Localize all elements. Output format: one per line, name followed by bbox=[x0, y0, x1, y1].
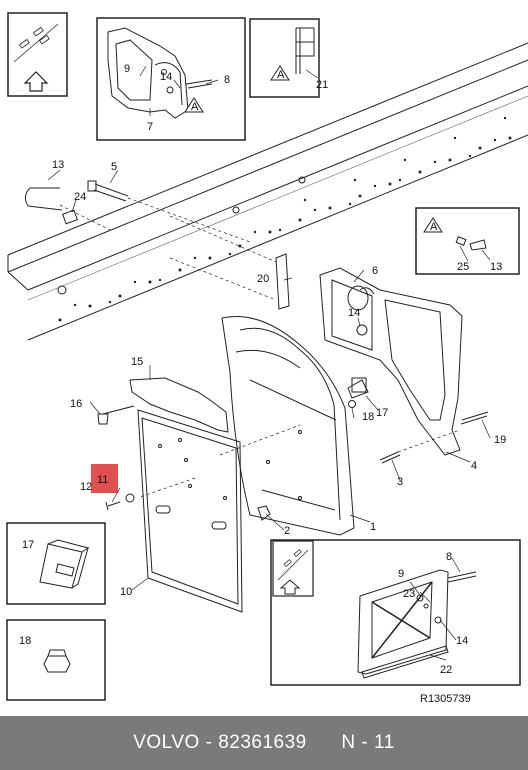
orientation-box bbox=[7, 12, 68, 97]
callout-triangle-a-bracket bbox=[184, 97, 204, 113]
inset-bolt-21-box bbox=[249, 18, 320, 98]
part-label-16: 16 bbox=[70, 398, 82, 410]
bracket-20 bbox=[275, 253, 290, 310]
inset-bracket-box bbox=[96, 17, 246, 141]
mudguard-bracket-6 bbox=[319, 267, 463, 456]
part-label-13: 13 bbox=[52, 159, 64, 171]
callout-letter: A bbox=[430, 221, 438, 233]
footer-spacer bbox=[307, 732, 342, 754]
washer-11 bbox=[125, 493, 135, 503]
part-label-10: 10 bbox=[120, 586, 132, 598]
part-label-2: 2 bbox=[284, 525, 290, 537]
footer-part-number: 82361639 bbox=[218, 732, 307, 753]
part-label-3: 3 bbox=[397, 476, 403, 488]
frame-rail bbox=[7, 42, 528, 341]
mudguard-1 bbox=[221, 316, 355, 536]
part-label-8: 8 bbox=[224, 74, 230, 86]
drawing-reference: R1305739 bbox=[420, 693, 471, 705]
leader-lines bbox=[47, 65, 491, 661]
exploded-parts-diagram: A A A 13 5 24 9 14 8 7 21 25 13 20 6 14 … bbox=[6, 12, 528, 705]
part-label-6: 6 bbox=[372, 265, 378, 277]
chassis-orientation-icon bbox=[13, 23, 59, 63]
footer-brand: VOLVO bbox=[133, 732, 200, 753]
part-label-18-inset: 18 bbox=[19, 635, 31, 647]
part-label-21: 21 bbox=[316, 79, 328, 91]
inset-clip-17-box bbox=[6, 522, 106, 605]
part-label-18: 18 bbox=[362, 411, 374, 423]
nut-18 bbox=[348, 400, 356, 408]
part-label-11: 11 bbox=[97, 474, 108, 486]
part-label-19: 19 bbox=[494, 434, 506, 446]
splash-panel-15 bbox=[129, 377, 229, 433]
part-labels: 13 5 24 9 14 8 7 21 25 13 20 6 14 17 18 … bbox=[19, 63, 506, 676]
clip-17 bbox=[347, 379, 369, 399]
bolt-19 bbox=[460, 411, 489, 425]
part-label-13b: 13 bbox=[490, 261, 502, 273]
highlight-marker bbox=[91, 464, 118, 493]
part-label-25: 25 bbox=[457, 261, 469, 273]
part-label-1: 1 bbox=[370, 521, 376, 533]
part-label-9: 9 bbox=[124, 63, 130, 75]
rod-3 bbox=[379, 451, 401, 464]
callout-triangle-a-bolt bbox=[270, 65, 290, 81]
part-label-5: 5 bbox=[111, 161, 117, 173]
callout-triangle-a-part25 bbox=[423, 217, 443, 233]
part-label-15: 15 bbox=[131, 356, 143, 368]
part-label-23: 23 bbox=[403, 588, 415, 600]
bolt-set-13-5-24 bbox=[24, 180, 251, 243]
part-label-17-inset: 17 bbox=[22, 539, 34, 551]
up-arrow-icon bbox=[23, 71, 49, 92]
footer-bar: VOLVO - 82361639 N - 11 bbox=[0, 716, 528, 770]
bolt-16 bbox=[97, 405, 135, 425]
part-label-17: 17 bbox=[376, 407, 388, 419]
part-label-7: 7 bbox=[147, 121, 153, 133]
inset-bracket-22-box bbox=[270, 539, 521, 686]
part-label-8b: 8 bbox=[446, 551, 452, 563]
footer-separator: - bbox=[199, 732, 219, 753]
part-label-4: 4 bbox=[471, 460, 477, 472]
callout-letter: A bbox=[277, 69, 285, 81]
part-label-14b: 14 bbox=[348, 307, 360, 319]
callout-letter: A bbox=[191, 101, 199, 113]
nut-2 bbox=[257, 505, 271, 521]
part-label-12: 12 bbox=[80, 481, 92, 493]
mud-flap-10 bbox=[137, 409, 243, 613]
inset-nut-18-box bbox=[6, 619, 106, 701]
part-label-22: 22 bbox=[440, 664, 452, 676]
part-label-9b: 9 bbox=[398, 568, 404, 580]
part-label-14: 14 bbox=[160, 71, 172, 83]
inset-part-25-box bbox=[415, 207, 520, 275]
part-label-14c: 14 bbox=[456, 635, 468, 647]
screw-12 bbox=[105, 501, 121, 511]
part-label-20: 20 bbox=[257, 273, 269, 285]
footer-position: N - 11 bbox=[341, 732, 395, 753]
part-label-24: 24 bbox=[74, 191, 86, 203]
